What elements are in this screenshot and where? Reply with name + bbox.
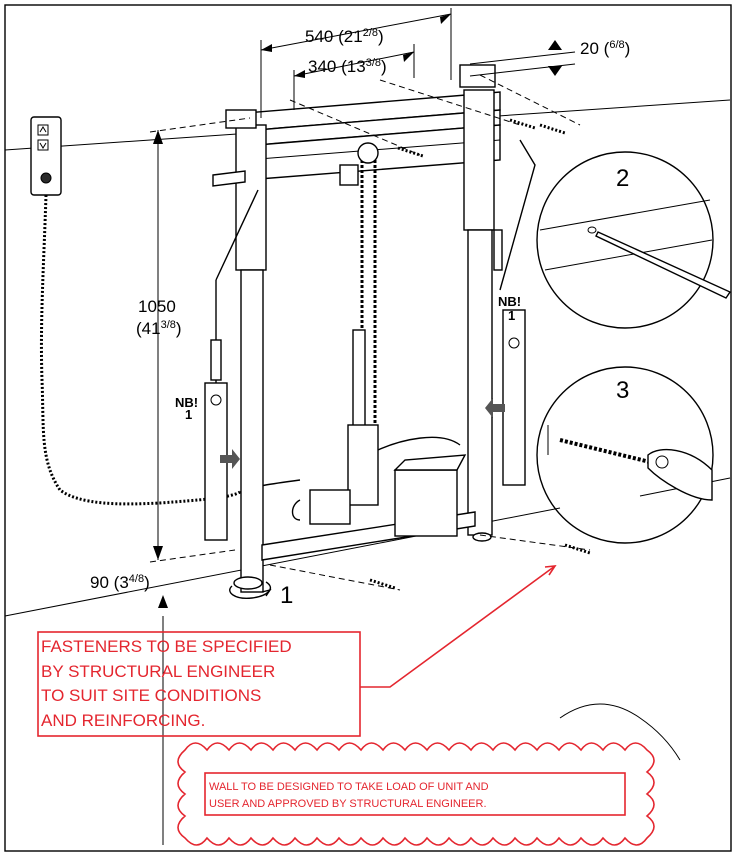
hand-control-pendant xyxy=(30,116,301,506)
wall-note-box xyxy=(204,772,626,816)
step-3-detail xyxy=(536,366,714,544)
dim-540-label: 540 (212/8) xyxy=(305,27,384,46)
control-box xyxy=(394,469,458,537)
dim-1050-label: 1050 xyxy=(138,297,176,316)
left-arrow-icon xyxy=(485,398,505,418)
fastener-screws xyxy=(269,74,591,591)
fastener-note-box xyxy=(37,631,361,737)
fastener-note-line-4: AND REINFORCING. xyxy=(41,711,205,730)
step-1-label: 1 xyxy=(280,582,293,609)
dimension-labels: 540 (212/8) 340 (133/8) 20 (6/8) 1050 (4… xyxy=(90,27,630,592)
fastener-note: FASTENERS TO BE SPECIFIED BY STRUCTURAL … xyxy=(37,565,557,737)
drill-icon xyxy=(647,448,713,501)
nb-right-label: NB! xyxy=(498,294,521,309)
nb-left-label: NB! xyxy=(175,395,198,410)
leader-arrow xyxy=(360,565,556,688)
down-arrow-icon xyxy=(37,139,49,151)
dim-1050-imperial-label: (413/8) xyxy=(136,319,182,338)
right-arrow-icon xyxy=(220,449,240,469)
wall-note-cloud: WALL TO BE DESIGNED TO TAKE LOAD OF UNIT… xyxy=(177,742,655,846)
motor-unit xyxy=(309,489,351,525)
dim-20-label: 20 (6/8) xyxy=(580,39,630,58)
actuator-assembly xyxy=(291,142,467,537)
left-column xyxy=(204,109,267,593)
dimension-lines xyxy=(149,8,576,608)
step-2-detail xyxy=(536,151,732,329)
fastener-note-line-2: BY STRUCTURAL ENGINEER xyxy=(41,662,275,681)
pencil-icon xyxy=(595,231,732,299)
nb-labels: NB! 1 NB! 1 xyxy=(175,294,521,422)
nb-left-number: 1 xyxy=(185,407,192,422)
wall-note-line-2: USER AND APPROVED BY STRUCTURAL ENGINEER… xyxy=(209,798,487,810)
fastener-note-line-1: FASTENERS TO BE SPECIFIED xyxy=(41,637,292,656)
step-2-label: 2 xyxy=(616,165,629,192)
step-3-label: 3 xyxy=(616,377,629,404)
dim-340-label: 340 (133/8) xyxy=(308,57,387,76)
fastener-note-line-3: TO SUIT SITE CONDITIONS xyxy=(41,686,261,705)
up-arrow-icon xyxy=(37,124,49,136)
drawing-border xyxy=(4,4,732,852)
nb-right-number: 1 xyxy=(508,308,515,323)
step-labels: 1 2 3 xyxy=(280,165,629,609)
wall-note-line-1: WALL TO BE DESIGNED TO TAKE LOAD OF UNIT… xyxy=(209,781,489,793)
power-button-icon xyxy=(40,172,52,184)
right-wall-bracket xyxy=(502,309,526,486)
revision-cloud xyxy=(177,742,655,846)
top-rail xyxy=(245,91,501,181)
